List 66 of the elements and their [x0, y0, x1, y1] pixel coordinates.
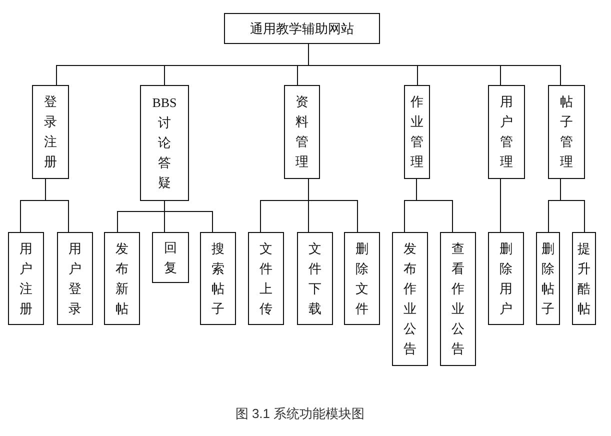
module-label: 用户注册 [20, 240, 32, 318]
module-box [104, 232, 140, 325]
module-label: 用户管理 [500, 93, 513, 171]
connector-line [20, 178, 70, 201]
module-box [284, 85, 320, 179]
module-label: 删除帖子 [542, 240, 554, 318]
connector-line [452, 200, 453, 232]
connector-line [297, 64, 298, 86]
module-box [57, 232, 93, 325]
connector-line [260, 178, 358, 201]
connector-line [500, 64, 501, 86]
connector-line [404, 178, 454, 201]
module-box [548, 85, 585, 179]
module-label: 查看作业公告 [452, 240, 464, 358]
module-box [297, 232, 333, 325]
connector-line [164, 64, 165, 86]
module-label: 文件上传 [260, 240, 272, 318]
module-label: 回复 [164, 238, 177, 276]
module-box [488, 232, 524, 325]
module-box [440, 232, 476, 366]
connector-line [357, 200, 358, 232]
module-box [404, 85, 430, 179]
connector-line [308, 200, 309, 232]
connector-line [404, 200, 405, 232]
module-box [488, 85, 525, 179]
module-label: 文件下载 [308, 240, 322, 318]
module-box [152, 232, 189, 283]
module-box [140, 85, 189, 201]
module-label: 删除文件 [356, 240, 368, 318]
connector-line [117, 210, 118, 232]
connector-line [212, 210, 213, 232]
module-label: 删除用户 [500, 240, 512, 318]
connector-line [548, 178, 586, 201]
connector-line [560, 64, 561, 86]
connector-line [584, 200, 585, 232]
connector-line [68, 200, 69, 232]
figure-caption: 图 3.1 系统功能模块图 [234, 406, 366, 422]
connector-line [20, 200, 21, 232]
module-label: BBS讨论答疑 [152, 94, 177, 192]
module-label: 作业管理 [410, 93, 424, 171]
module-box [8, 232, 44, 325]
module-box [392, 232, 428, 366]
module-label: 资料管理 [296, 93, 308, 171]
module-box [248, 232, 284, 325]
connector-line [500, 178, 501, 232]
module-label: 提升酷帖 [578, 240, 590, 318]
connector-line [548, 200, 549, 232]
connector-line [260, 200, 261, 232]
module-label: 登录注册 [44, 93, 57, 171]
module-box [536, 232, 560, 325]
module-label: 通用教学辅助网站 [250, 20, 354, 36]
module-box [200, 232, 236, 325]
connector-line [56, 64, 57, 86]
module-label: 用户登录 [68, 240, 82, 318]
connector-line [116, 200, 214, 212]
connector-line [417, 64, 418, 86]
module-box [32, 85, 69, 179]
connector-line [56, 44, 562, 66]
connector-line [164, 210, 165, 232]
module-label: 发布作业公告 [404, 240, 416, 358]
module-box [572, 232, 596, 325]
module-label: 搜索帖子 [212, 240, 224, 318]
module-box [344, 232, 380, 325]
module-box [224, 13, 380, 44]
module-label: 发布新帖 [116, 240, 128, 318]
module-label: 帖子管理 [560, 93, 573, 171]
